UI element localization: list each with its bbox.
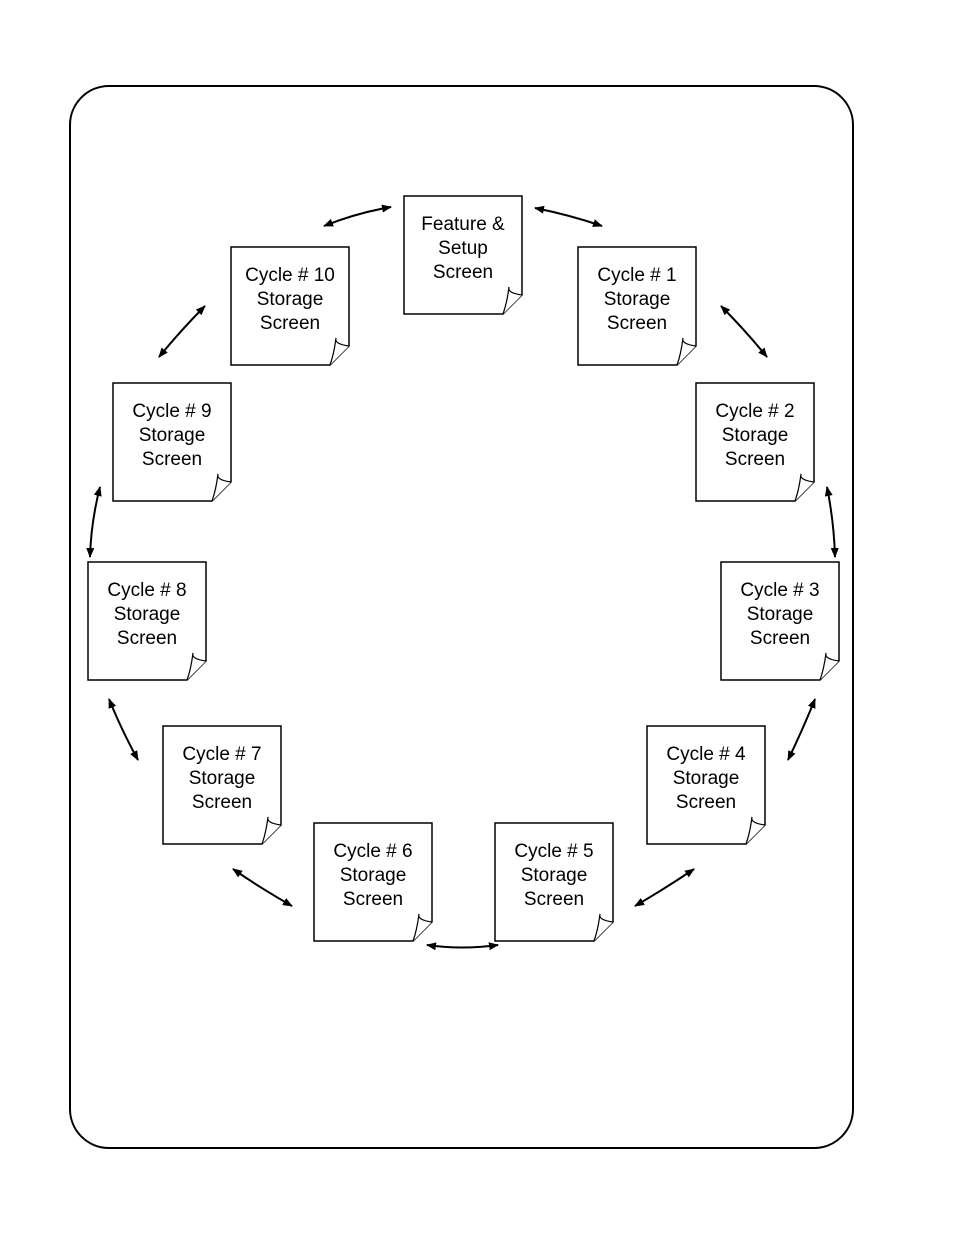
- screen-cycle-5: Cycle # 5 Storage Screen: [494, 822, 614, 942]
- screen-subtitle: Storage: [256, 289, 324, 310]
- screen-title: Cycle # 5: [514, 841, 594, 862]
- screen-subtitle: Storage: [721, 425, 789, 446]
- screen-title: Cycle # 4: [666, 744, 746, 765]
- screen-label: Cycle # 10 Storage Screen: [234, 264, 346, 336]
- screen-label: Cycle # 7 Storage Screen: [166, 743, 278, 815]
- diagram-frame: [69, 85, 854, 1149]
- screen-cycle-3: Cycle # 3 Storage Screen: [720, 561, 840, 681]
- screen-label: Cycle # 8 Storage Screen: [91, 579, 203, 651]
- page-icon: [87, 561, 207, 681]
- arrow-cycle3-cycle4: [787, 698, 816, 761]
- screen-cycle-10: Cycle # 10 Storage Screen: [230, 246, 350, 366]
- screen-subtitle: Storage: [746, 604, 814, 625]
- screen-label: Cycle # 9 Storage Screen: [116, 400, 228, 472]
- screen-title: Cycle # 1: [597, 265, 677, 286]
- screen-cycle-2: Cycle # 2 Storage Screen: [695, 382, 815, 502]
- screen-subtitle: Storage: [520, 865, 588, 886]
- screen-cycle-8: Cycle # 8 Storage Screen: [87, 561, 207, 681]
- screen-subtitle: Storage: [138, 425, 206, 446]
- page-icon: [695, 382, 815, 502]
- arrow-cycle6-cycle7: [232, 868, 293, 907]
- screen-word: Screen: [724, 449, 786, 470]
- screen-feature-setup: Feature & Setup Screen: [403, 195, 523, 315]
- screen-word: Screen: [675, 792, 737, 813]
- screen-label: Cycle # 1 Storage Screen: [581, 264, 693, 336]
- screen-label: Cycle # 4 Storage Screen: [650, 743, 762, 815]
- page-icon: [403, 195, 523, 315]
- screen-word: Screen: [432, 262, 494, 283]
- arrow-cycle10-setup: [323, 204, 392, 227]
- page-icon: [230, 246, 350, 366]
- page-icon: [720, 561, 840, 681]
- page-icon: [494, 822, 614, 942]
- screen-label: Cycle # 3 Storage Screen: [724, 579, 836, 651]
- screen-title: Cycle # 3: [740, 580, 820, 601]
- screen-title: Feature &: [421, 214, 505, 235]
- screen-title: Cycle # 6: [333, 841, 413, 862]
- screen-subtitle: Storage: [603, 289, 671, 310]
- screen-subtitle: Setup: [438, 238, 488, 259]
- page-icon: [577, 246, 697, 366]
- arrow-cycle1-cycle2: [720, 305, 768, 358]
- arrow-cycle4-cycle5: [634, 868, 695, 907]
- arrow-cycle7-cycle8: [108, 698, 139, 761]
- screen-subtitle: Storage: [672, 768, 740, 789]
- arrow-cycle8-cycle9: [86, 486, 102, 558]
- page-icon: [313, 822, 433, 942]
- screen-cycle-4: Cycle # 4 Storage Screen: [646, 725, 766, 845]
- screen-word: Screen: [259, 313, 321, 334]
- screen-label: Cycle # 2 Storage Screen: [699, 400, 811, 472]
- page-icon: [646, 725, 766, 845]
- screen-title: Cycle # 8: [107, 580, 187, 601]
- screen-word: Screen: [523, 889, 585, 910]
- screen-cycle-6: Cycle # 6 Storage Screen: [313, 822, 433, 942]
- screen-label: Feature & Setup Screen: [407, 213, 519, 285]
- screen-word: Screen: [141, 449, 203, 470]
- screen-subtitle: Storage: [339, 865, 407, 886]
- screen-cycle-1: Cycle # 1 Storage Screen: [577, 246, 697, 366]
- screen-label: Cycle # 6 Storage Screen: [317, 840, 429, 912]
- page-icon: [112, 382, 232, 502]
- screen-subtitle: Storage: [113, 604, 181, 625]
- arrow-setup-cycle1: [534, 205, 603, 227]
- page-icon: [162, 725, 282, 845]
- arrow-cycle5-cycle6: [426, 942, 499, 951]
- screen-cycle-7: Cycle # 7 Storage Screen: [162, 725, 282, 845]
- screen-title: Cycle # 9: [132, 401, 212, 422]
- screen-label: Cycle # 5 Storage Screen: [498, 840, 610, 912]
- screen-title: Cycle # 2: [715, 401, 795, 422]
- screen-title: Cycle # 7: [182, 744, 262, 765]
- screen-word: Screen: [749, 628, 811, 649]
- arrow-cycle9-cycle10: [158, 305, 206, 358]
- screen-word: Screen: [116, 628, 178, 649]
- screen-subtitle: Storage: [188, 768, 256, 789]
- arrow-cycle2-cycle3: [824, 486, 839, 558]
- screen-word: Screen: [342, 889, 404, 910]
- screen-cycle-9: Cycle # 9 Storage Screen: [112, 382, 232, 502]
- screen-word: Screen: [606, 313, 668, 334]
- screen-word: Screen: [191, 792, 253, 813]
- screen-title: Cycle # 10: [245, 265, 335, 286]
